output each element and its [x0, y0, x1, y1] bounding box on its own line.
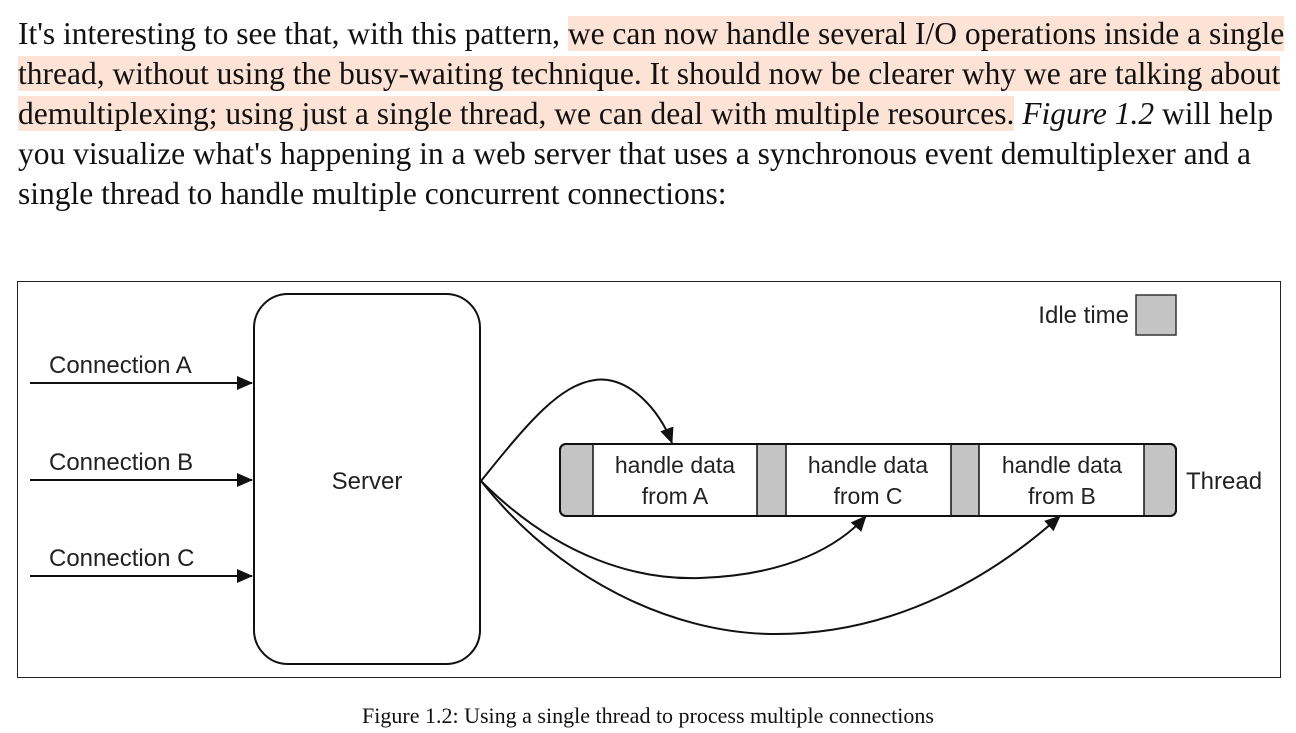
block-line1: handle data	[1002, 452, 1122, 478]
connection-b: Connection B	[30, 449, 253, 487]
block-line1: handle data	[808, 452, 928, 478]
connection-label: Connection B	[49, 449, 193, 476]
connection-label: Connection A	[49, 352, 192, 379]
idle-segment	[757, 445, 786, 515]
idle-segment	[561, 445, 593, 515]
connection-label: Connection C	[49, 545, 194, 572]
body-paragraph: It's interesting to see that, with this …	[18, 14, 1288, 214]
figure-reference: Figure 1.2	[1022, 96, 1155, 131]
legend-label: Idle time	[1038, 302, 1129, 329]
connection-a: Connection A	[30, 352, 253, 390]
block-handle-a: handle data from A	[615, 452, 735, 509]
idle-time-swatch	[1135, 294, 1177, 336]
block-line1: handle data	[615, 452, 735, 478]
arrow-to-handle-b	[480, 480, 1061, 636]
block-line2: from C	[834, 483, 903, 509]
thread-bar	[559, 443, 1177, 517]
idle-segment	[951, 445, 979, 515]
server-box	[253, 293, 481, 665]
paragraph-text: It's interesting to see that, with this …	[18, 16, 568, 51]
figure-caption: Figure 1.2: Using a single thread to pro…	[362, 703, 934, 728]
block-line2: from A	[642, 483, 709, 509]
block-line2: from B	[1028, 483, 1096, 509]
thread-label: Thread	[1186, 468, 1262, 495]
arrow-to-handle-a	[480, 378, 674, 482]
arrow-to-handle-c	[480, 480, 867, 580]
connection-c: Connection C	[30, 545, 253, 583]
block-handle-b: handle data from B	[1002, 452, 1122, 509]
paragraph-text: will help you visualize what's happening…	[18, 96, 1274, 211]
idle-segment	[1144, 445, 1175, 515]
figure-frame	[17, 281, 1281, 678]
server-label: Server	[332, 468, 403, 495]
block-handle-c: handle data from C	[808, 452, 928, 509]
